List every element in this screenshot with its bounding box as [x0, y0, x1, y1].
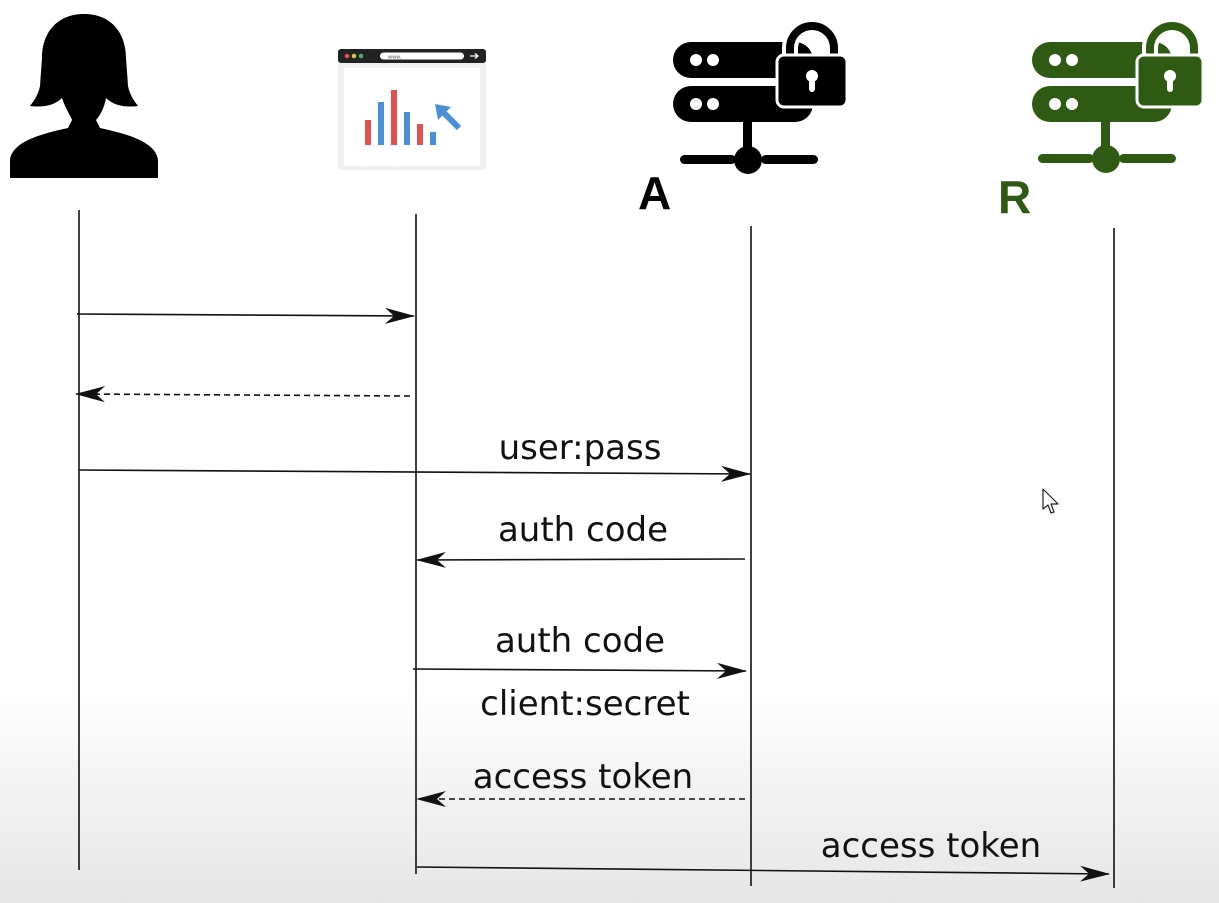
message-label: access token: [821, 826, 1041, 866]
user-silhouette-icon: [10, 14, 158, 178]
message-arrow: [78, 465, 751, 482]
resource-server-label: R: [998, 171, 1031, 223]
auth-server-icon: [673, 18, 849, 174]
message-arrow: [75, 386, 411, 403]
message-label: auth code: [498, 510, 668, 550]
message-label: auth code: [495, 621, 665, 661]
message-arrow: [412, 662, 747, 679]
message-sublabel: client:secret: [480, 684, 690, 724]
message-arrow: [416, 551, 746, 568]
browser-chart-icon: www.: [338, 49, 486, 170]
svg-text:www.: www.: [388, 55, 402, 61]
mouse-cursor-icon: [1042, 488, 1059, 514]
message-label: access token: [473, 757, 693, 797]
resource-server-icon: [1032, 18, 1205, 173]
message-arrow: [76, 307, 415, 324]
auth-server-label: A: [638, 167, 671, 219]
message-label: user:pass: [499, 428, 662, 468]
message-arrow: [416, 865, 1110, 882]
